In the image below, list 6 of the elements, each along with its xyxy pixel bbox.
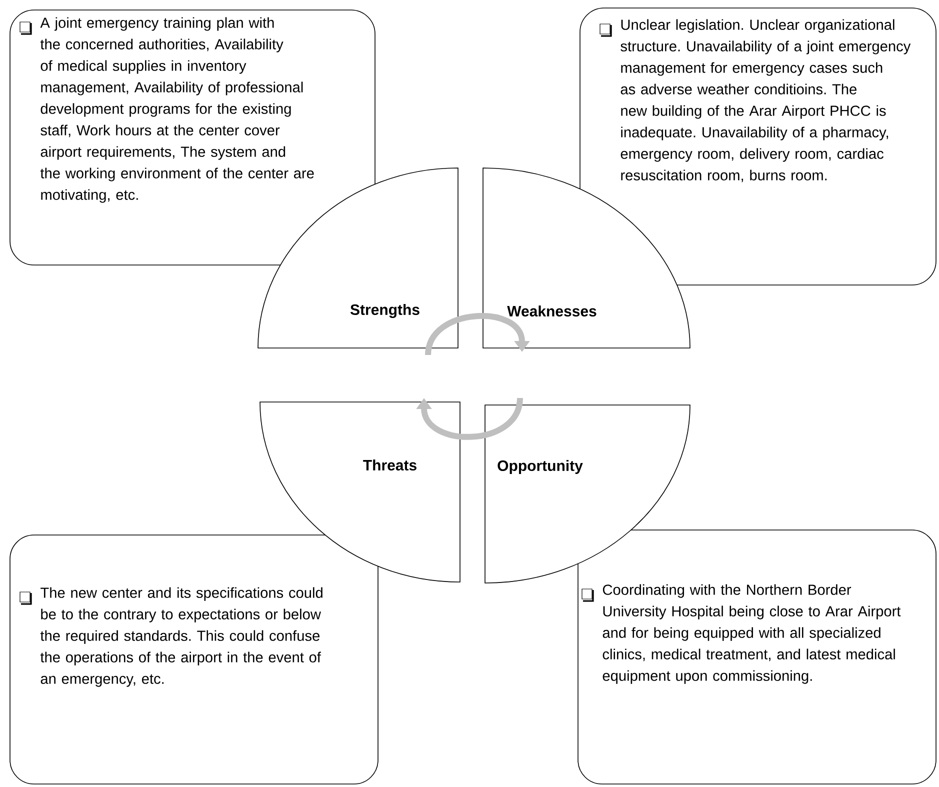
text-box: Unclear legislation. Unclear organizational structure. Unavailability of a joint emergency management for emergency cases such as adverse weather conditioins. The new building of the Arar Airport PHCC is inadequate. Unavailability of a pharmacy, emergency room, delivery room, cardiac resuscitation room, burns room. xyxy=(580,8,936,286)
text-box: The new center and its specifications could be to the contrary to expectations or below the required standards. This could confuse the operations of the airport in the event of an emergency, etc. xyxy=(10,534,378,784)
curved-arrow xyxy=(416,398,523,440)
curved-arrow xyxy=(425,313,530,356)
text-box: A joint emergency training plan with the concerned authorities, Availability of medical supplies in inventory management, Availability of professional development programs for the existing staff, Work hours at the center cover airport requirements, The system and the working environment of the center are motivating, etc. xyxy=(10,10,376,266)
text-box: Coordinating with the Northern Border University Hospital being close to Arar Airport and for being equipped with all specialized clinics, medical treatment, and latest medical equipment upon commissioning. xyxy=(578,530,936,784)
